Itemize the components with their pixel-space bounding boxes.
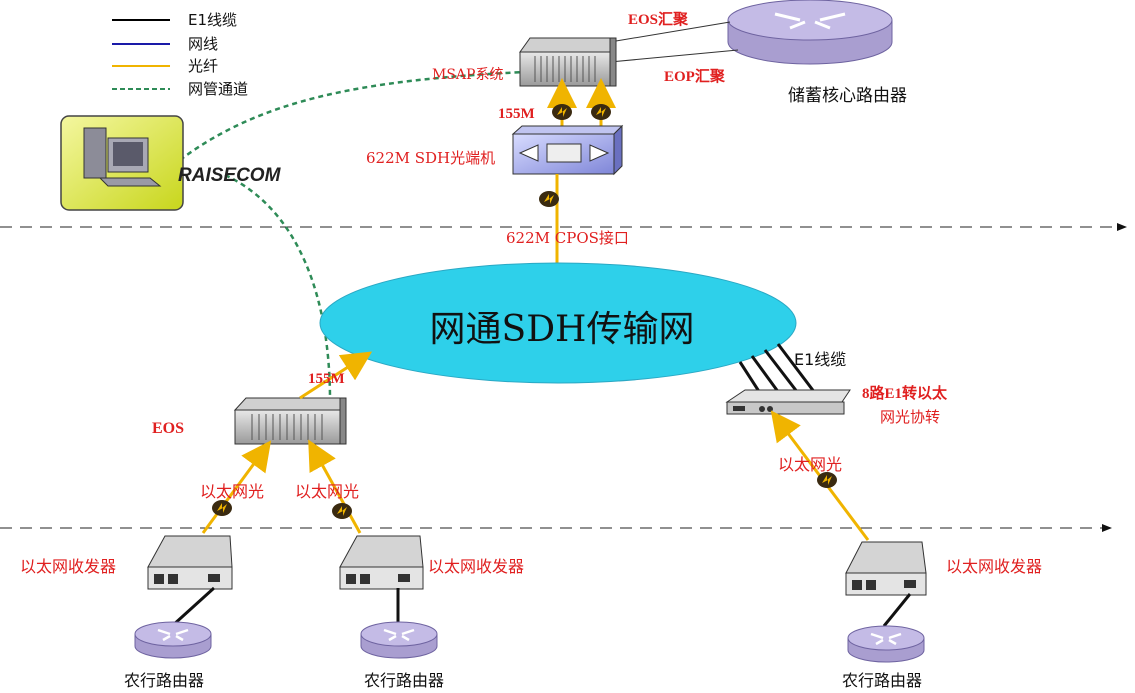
legend-label-ethernet: 网线 (188, 35, 218, 53)
label-eth-fiber-3: 以太网光 (778, 455, 842, 474)
sdh-network-cloud (319, 262, 797, 384)
label-155m-top: 155M (498, 106, 535, 122)
label-eop-aggregation: EOP汇聚 (664, 68, 726, 85)
router-1-icon (134, 621, 212, 659)
e1-cable-1 (738, 361, 762, 394)
label-transceiver-1: 以太网收发器 (20, 557, 116, 576)
eos-device (233, 397, 347, 445)
label-sdh-network: 网通SDH传输网 (430, 309, 695, 350)
label-e1-cable: E1线缆 (794, 350, 846, 369)
transceiver-1-device (147, 535, 233, 590)
fiber-badge-icon (212, 500, 232, 516)
mgmt-channel-to-eos (224, 173, 332, 401)
mgmt-channel-to-msap (179, 70, 526, 162)
label-converter-line1: 8路E1转以太 (862, 384, 948, 402)
fiber-transceiver1-to-eos (201, 440, 272, 534)
brand-logo: RAISECOM (178, 165, 282, 186)
fiber-transceiver2-to-eos (308, 439, 362, 534)
legend: E1线缆 网线 光纤 网管通道 (112, 11, 248, 98)
label-transceiver-2: 以太网收发器 (428, 557, 524, 576)
fiber-eos-to-sdh (299, 351, 373, 400)
nms-workstation (60, 115, 184, 211)
label-converter-line2: 网光协转 (880, 408, 940, 426)
e1-cable-router1 (170, 586, 216, 628)
label-msap: MSAP系统 (432, 67, 503, 83)
link-eos-aggregation (609, 21, 731, 43)
e1-cable-3 (763, 349, 800, 394)
label-core-router: 储蓄核心路由器 (788, 86, 907, 106)
legend-label-fiber: 光纤 (188, 57, 218, 75)
label-eth-fiber-2: 以太网光 (295, 482, 359, 501)
label-router-2: 农行路由器 (364, 671, 444, 690)
link-eop-aggregation (609, 49, 739, 63)
label-cpos: 622M CPOS接口 (506, 229, 629, 247)
router-2-icon (360, 621, 438, 659)
label-router-3: 农行路由器 (842, 671, 922, 690)
label-155m-left: 155M (308, 371, 345, 387)
fiber-badge-icon (817, 472, 837, 488)
transceiver-2-device (339, 535, 424, 590)
legend-label-mgmt: 网管通道 (188, 80, 248, 98)
fiber-badge-icon (332, 503, 352, 519)
e1-cable-2 (750, 355, 781, 394)
fiber-badge-icon (591, 104, 611, 120)
core-router-icon (727, 0, 893, 65)
e1-cable-router3 (882, 593, 912, 627)
label-sdh-terminal: 622M SDH光端机 (366, 149, 495, 167)
legend-label-e1: E1线缆 (188, 11, 237, 29)
label-eth-fiber-1: 以太网光 (200, 482, 264, 501)
e1-converter-device (725, 389, 851, 415)
msap-device (519, 37, 617, 87)
transceiver-3-device (845, 541, 927, 596)
router-3-icon (847, 625, 925, 663)
label-eos: EOS (152, 420, 184, 437)
fiber-badge-icon (539, 191, 559, 207)
label-router-1: 农行路由器 (124, 671, 204, 690)
fiber-badge-icon (552, 104, 572, 120)
label-transceiver-3: 以太网收发器 (946, 557, 1042, 576)
e1-cable-4 (776, 343, 817, 394)
sdh-terminal-device (511, 124, 624, 176)
label-eos-aggregation: EOS汇聚 (628, 11, 689, 28)
